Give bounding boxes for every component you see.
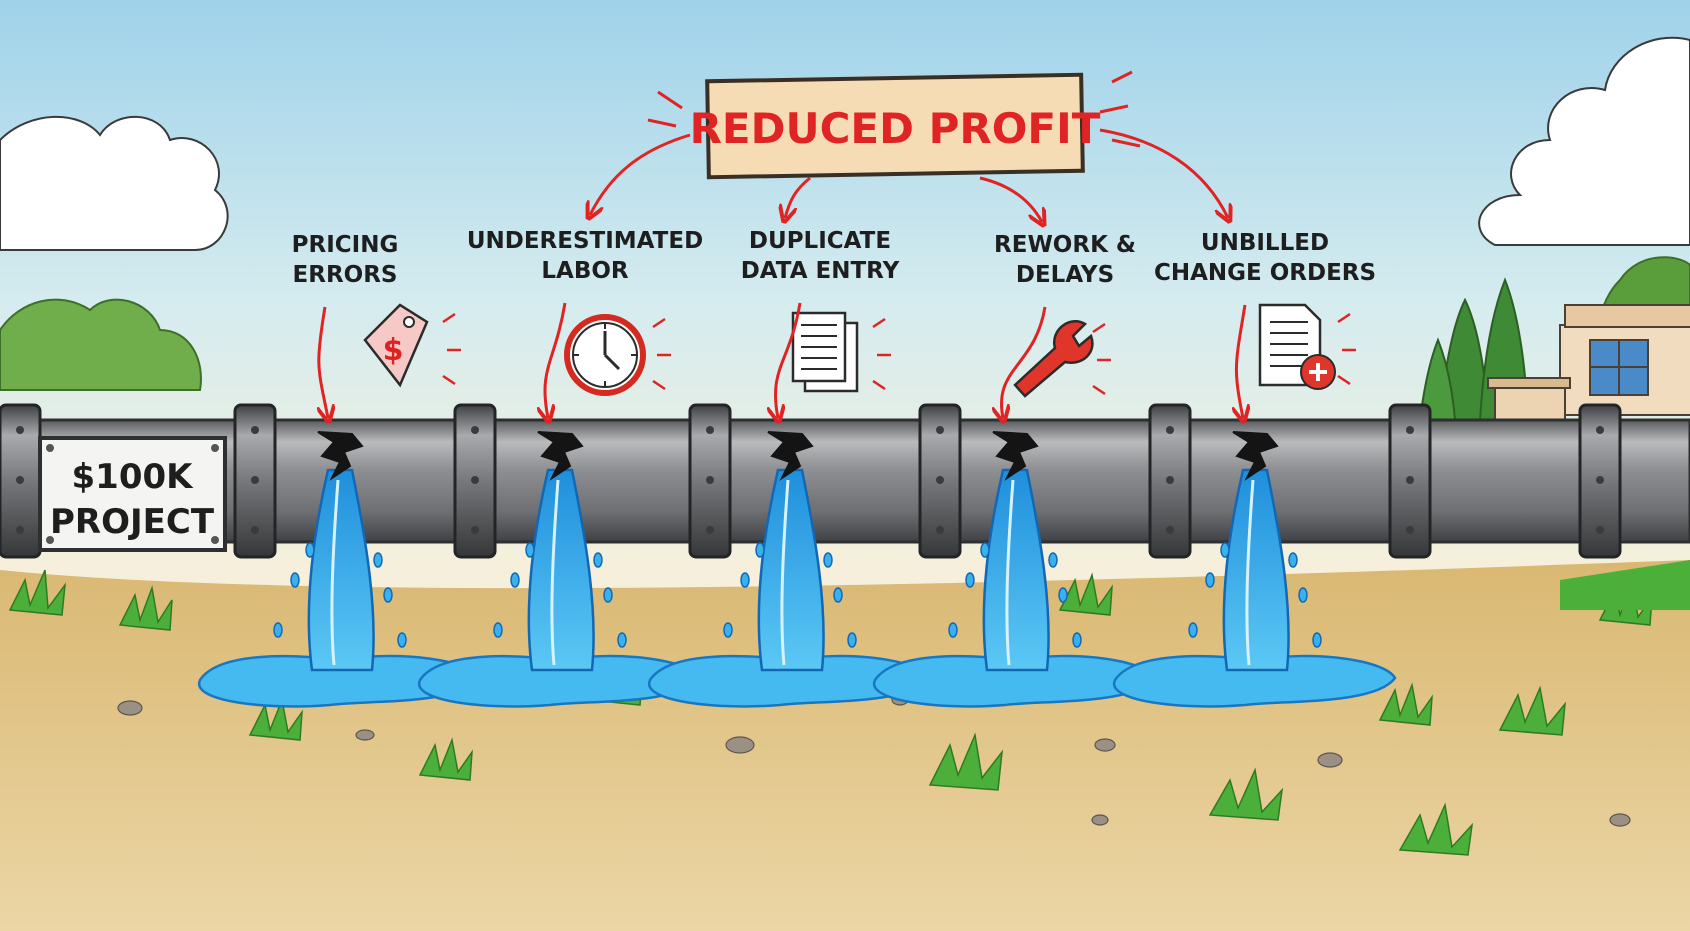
water-droplet (1220, 542, 1230, 558)
leak-label-line: PRICING (292, 232, 399, 258)
sign-arrow (785, 176, 811, 218)
leak-underestimated-labor: UNDERESTIMATED LABOR (467, 228, 703, 418)
water-jet (757, 468, 825, 672)
pipe-cracks (317, 431, 1279, 481)
water-droplet (1048, 552, 1058, 568)
water-droplet (373, 552, 383, 568)
water-droplet (593, 552, 603, 568)
pipe-crack (537, 431, 584, 481)
leak-pointer-arrow (319, 306, 328, 418)
project-word: PROJECT (50, 502, 215, 542)
sign-arrow (590, 133, 691, 215)
water-droplet (525, 542, 535, 558)
project-plate: $100K PROJECT (38, 436, 227, 552)
water-droplet (1072, 632, 1082, 648)
water-jet (527, 468, 595, 672)
water-droplet (290, 572, 300, 588)
leak-pointer-arrow (775, 302, 802, 418)
leak-label-line: UNBILLED (1201, 230, 1329, 256)
leak-label-line: LABOR (541, 258, 629, 284)
water-jets (273, 468, 1322, 672)
pipe-collar (233, 403, 277, 559)
water-droplet (1288, 552, 1298, 568)
reduced-profit-sign: REDUCED PROFIT (690, 72, 1101, 180)
documents-icon (791, 311, 891, 393)
water-droplet (1058, 587, 1068, 603)
water-jet (1222, 468, 1290, 672)
pipe-collar (1388, 403, 1432, 559)
pipe-collar (1578, 403, 1622, 559)
pipe-crack (767, 431, 814, 481)
wrench-icon (1013, 320, 1111, 398)
water-droplet (847, 632, 857, 648)
cloud-left (0, 115, 229, 251)
leak-pricing-errors: PRICING ERRORS $ (292, 232, 461, 418)
water-droplet (1312, 632, 1322, 648)
water-droplet (833, 587, 843, 603)
sign-title: REDUCED PROFIT (690, 104, 1101, 153)
pebbles (117, 694, 1631, 827)
leak-label-line: UNDERESTIMATED (467, 228, 703, 254)
water-jet (982, 468, 1050, 672)
water-droplet (383, 587, 393, 603)
water-droplet (723, 622, 733, 638)
water-droplet (305, 542, 315, 558)
svg-text:$: $ (383, 333, 404, 368)
leak-unbilled-change-orders: UNBILLED CHANGE ORDERS (1154, 230, 1376, 418)
clock-icon (564, 314, 671, 396)
leak-label-line: REWORK & (994, 232, 1136, 258)
leak-pointer-arrow (545, 302, 567, 418)
water-droplet (493, 622, 503, 638)
sign-arrow (979, 176, 1042, 222)
puddles (198, 654, 1397, 708)
water-droplet (1298, 587, 1308, 603)
water-droplet (740, 572, 750, 588)
water-droplet (1205, 572, 1215, 588)
leak-label-line: DATA ENTRY (741, 258, 900, 284)
cloud-right (1478, 36, 1690, 246)
leak-labels: PRICING ERRORS $ UNDERESTIMATED LABOR DUPLICA… (292, 228, 1376, 418)
trees-left (0, 298, 202, 391)
water-droplet (980, 542, 990, 558)
pipe-crack (1232, 431, 1279, 481)
pipe-collar (0, 403, 42, 559)
leak-label-line: ERRORS (293, 262, 398, 288)
water-droplet (273, 622, 283, 638)
leak-pointer-arrow (1001, 306, 1047, 418)
leak-label-line: CHANGE ORDERS (1154, 260, 1376, 286)
pipe-collar (688, 403, 732, 559)
pipe-collar (1148, 403, 1192, 559)
water-droplet (1188, 622, 1198, 638)
leak-label-line: DELAYS (1016, 262, 1114, 288)
water-jet (307, 468, 375, 672)
water-droplet (948, 622, 958, 638)
sign-arrow (1099, 128, 1228, 218)
leak-label-line: DUPLICATE (749, 228, 891, 254)
pipe-crack (992, 431, 1039, 481)
project-amount: $100K (72, 457, 195, 497)
water-droplet (617, 632, 627, 648)
water-droplet (755, 542, 765, 558)
water-droplet (603, 587, 613, 603)
house (1487, 304, 1690, 421)
pipe-collar (918, 403, 962, 559)
water-droplet (823, 552, 833, 568)
sign-arrows (590, 128, 1228, 222)
document-plus-icon (1258, 303, 1356, 390)
pipe-collars (0, 403, 1622, 559)
price-tag-icon: $ (363, 303, 461, 388)
water-droplet (965, 572, 975, 588)
leak-pointer-arrow (1236, 304, 1245, 418)
sign-emphasis-marks (647, 70, 1141, 148)
pipe-collar (453, 403, 497, 559)
water-droplet (510, 572, 520, 588)
ground (0, 560, 1690, 931)
leak-duplicate-data-entry: DUPLICATE DATA ENTRY (741, 228, 900, 418)
pipe-crack (317, 431, 364, 481)
water-puddle (1113, 654, 1397, 708)
leak-rework-delays: REWORK & DELAYS (994, 232, 1136, 418)
water-droplet (397, 632, 407, 648)
